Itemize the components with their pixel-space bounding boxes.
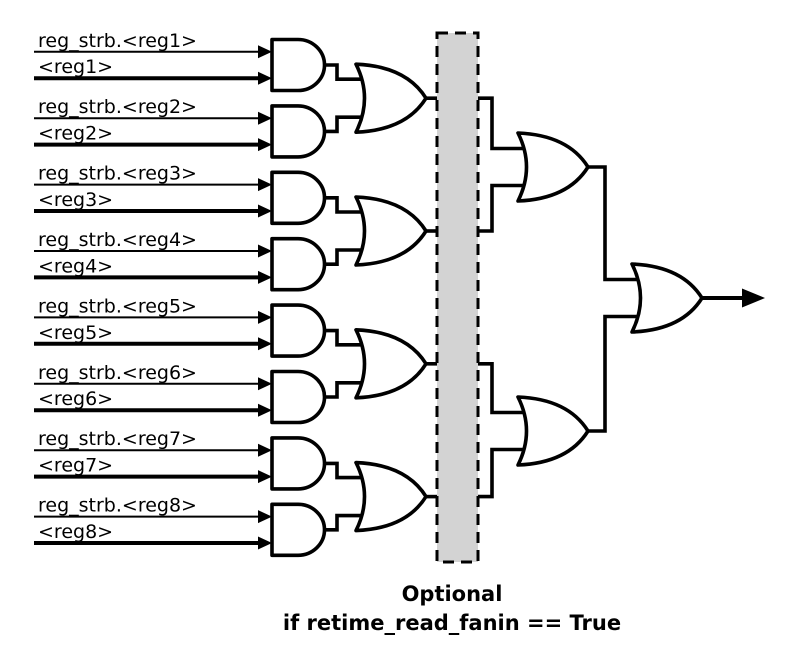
and-gate-1: [270, 37, 327, 93]
input-row-reg4: reg_strb.<reg4> <reg4>: [34, 229, 272, 284]
strobe-label: reg_strb.<reg3>: [38, 163, 197, 185]
output-arrowhead-icon: [742, 288, 765, 308]
and-gate-2: [270, 104, 327, 159]
input-row-reg8: reg_strb.<reg8> <reg8>: [34, 495, 272, 550]
or-gate-stage3-lower: [516, 395, 590, 467]
optional-caption-condition: if retime_read_fanin == True: [283, 611, 621, 635]
optional-caption-title: Optional: [402, 582, 503, 606]
wire: [588, 314, 650, 433]
and-gate-3: [270, 170, 327, 226]
or-gate-stage2-4: [354, 460, 428, 533]
and-gate-7: [270, 436, 327, 491]
arrowhead-icon: [258, 510, 272, 524]
wire: [325, 63, 374, 81]
arrowhead-icon: [258, 536, 272, 550]
or-gate-stage2-3: [354, 328, 428, 400]
wire: [325, 248, 374, 266]
input-row-reg3: reg_strb.<reg3> <reg3>: [34, 163, 272, 218]
arrowhead-icon: [258, 310, 272, 324]
or-gate-output: [630, 262, 704, 334]
arrowhead-icon: [258, 270, 272, 284]
value-label: <reg3>: [38, 189, 113, 211]
strobe-label: reg_strb.<reg1>: [38, 30, 197, 52]
strobe-label: reg_strb.<reg6>: [38, 362, 197, 384]
input-row-reg1: reg_strb.<reg1> <reg1>: [34, 30, 272, 85]
input-row-reg7: reg_strb.<reg7> <reg7>: [34, 428, 272, 484]
strobe-label: reg_strb.<reg4>: [38, 229, 197, 251]
and-gate-6: [270, 369, 327, 425]
gates-layer: [270, 37, 765, 558]
wire: [325, 328, 374, 347]
arrowhead-icon: [258, 244, 272, 258]
arrowhead-icon: [258, 178, 272, 192]
wire: [588, 165, 650, 282]
wire: [325, 461, 374, 480]
wire: [478, 447, 536, 499]
arrowhead-icon: [258, 403, 272, 417]
and-gate-4: [270, 236, 327, 292]
arrowhead-icon: [258, 71, 272, 85]
value-label: <reg6>: [38, 388, 113, 410]
and-gate-8: [270, 502, 327, 558]
input-row-reg2: reg_strb.<reg2> <reg2>: [34, 96, 272, 152]
wire: [478, 362, 536, 415]
wire: [325, 513, 374, 532]
arrowhead-icon: [258, 111, 272, 125]
arrowhead-icon: [258, 337, 272, 351]
wire: [325, 381, 374, 399]
value-label: <reg1>: [38, 56, 113, 78]
wires-layer: [325, 63, 650, 532]
or-gate-stage3-upper: [516, 131, 590, 203]
strobe-label: reg_strb.<reg2>: [38, 96, 197, 118]
arrowhead-icon: [258, 138, 272, 152]
and-gate-5: [270, 303, 327, 358]
arrowhead-icon: [258, 204, 272, 218]
input-row-reg6: reg_strb.<reg6> <reg6>: [34, 362, 272, 417]
wire: [478, 183, 536, 233]
arrowhead-icon: [258, 377, 272, 391]
value-label: <reg4>: [38, 255, 113, 277]
or-gate-stage2-1: [354, 62, 428, 134]
arrowhead-icon: [258, 470, 272, 484]
strobe-label: reg_strb.<reg5>: [38, 295, 197, 317]
strobe-label: reg_strb.<reg8>: [38, 495, 197, 517]
value-label: <reg5>: [38, 322, 113, 344]
value-label: <reg2>: [38, 123, 113, 145]
wire: [325, 115, 374, 134]
arrowhead-icon: [258, 45, 272, 59]
arrowhead-icon: [258, 443, 272, 457]
or-gate-stage2-2: [354, 195, 428, 267]
strobe-label: reg_strb.<reg7>: [38, 428, 197, 450]
input-rows-layer: reg_strb.<reg1> <reg1> reg_strb.<reg2> <reg…: [34, 30, 272, 550]
value-label: <reg7>: [38, 455, 113, 477]
wire: [478, 96, 536, 151]
wire: [325, 196, 374, 214]
value-label: <reg8>: [38, 521, 113, 543]
optional-region: [435, 31, 480, 564]
input-row-reg5: reg_strb.<reg5> <reg5>: [34, 295, 272, 351]
